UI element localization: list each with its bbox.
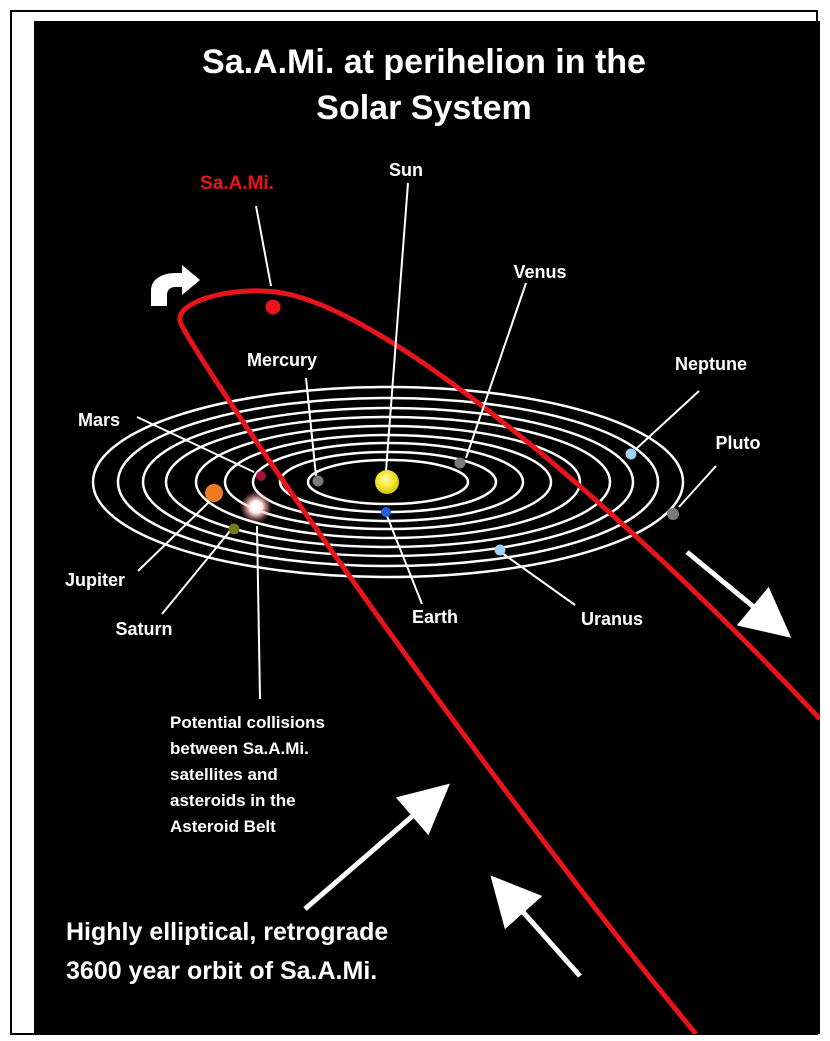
outbound-direction-arrow-icon xyxy=(685,550,792,638)
title-line-2: Solar System xyxy=(316,89,531,127)
orbit-ring xyxy=(116,396,660,568)
curved-direction-arrow-icon xyxy=(151,265,200,306)
sami-leader-line xyxy=(255,205,272,287)
orbit-ring xyxy=(141,406,635,558)
mars-leader-line xyxy=(136,416,255,473)
caption-line-2: 3600 year orbit of Sa.A.Mi. xyxy=(66,957,377,985)
saturn-planet xyxy=(228,523,240,535)
neptune-planet xyxy=(625,448,637,460)
collision-core xyxy=(251,503,259,511)
venus-label: Venus xyxy=(513,262,566,282)
neptune-label: Neptune xyxy=(675,354,747,374)
orbit-ring xyxy=(306,458,470,506)
mars-label: Mars xyxy=(78,410,120,430)
collision-note-line: Potential collisions xyxy=(170,713,325,732)
uranus-planet xyxy=(494,544,506,556)
jupiter-label: Jupiter xyxy=(65,570,125,590)
jupiter-planet xyxy=(205,484,223,502)
saturn-label: Saturn xyxy=(115,619,172,639)
sun-label: Sun xyxy=(389,160,423,180)
mercury-leader-line xyxy=(305,377,317,477)
mars-planet xyxy=(256,471,266,481)
inbound-direction-arrow-icon xyxy=(303,783,450,911)
earth-planet xyxy=(381,507,391,517)
pluto-leader-line xyxy=(678,465,717,508)
collision-note-line: between Sa.A.Mi. xyxy=(170,739,309,758)
uranus-leader-line xyxy=(501,552,576,606)
collision-note-line: Asteroid Belt xyxy=(170,817,276,836)
title-line-1: Sa.A.Mi. at perihelion in the xyxy=(202,43,646,81)
pluto-planet xyxy=(667,508,679,520)
neptune-leader-line xyxy=(636,390,700,449)
sami-body xyxy=(265,299,281,315)
pluto-label: Pluto xyxy=(716,433,761,453)
venus-planet xyxy=(454,457,466,469)
inbound-lower-arrow-icon xyxy=(490,875,582,978)
mercury-label: Mercury xyxy=(247,350,317,370)
orbit-ring xyxy=(194,424,582,540)
leader-lines xyxy=(136,182,717,700)
mercury-planet xyxy=(312,475,324,487)
collision-note-line: asteroids in the xyxy=(170,791,296,810)
collision-leader-line xyxy=(256,525,261,700)
sami-label: Sa.A.Mi. xyxy=(200,173,274,194)
jupiter-leader-line xyxy=(137,502,209,572)
orbit-ring xyxy=(91,385,685,579)
venus-leader-line xyxy=(465,282,527,459)
earth-label: Earth xyxy=(412,607,458,627)
uranus-label: Uranus xyxy=(581,609,643,629)
caption-line-1: Highly elliptical, retrograde xyxy=(66,918,388,946)
saturn-leader-line xyxy=(161,530,231,615)
collision-note-line: satellites and xyxy=(170,765,278,784)
diagram-panel: Sa.A.Mi. at perihelion in the Solar Syst… xyxy=(34,21,820,1034)
solar-system-diagram: Sa.A.Mi. at perihelion in the Solar Syst… xyxy=(65,43,820,1034)
sun-planet xyxy=(375,470,399,494)
sami-orbit-path xyxy=(177,288,820,1034)
collision-note: Potential collisions between Sa.A.Mi. sa… xyxy=(170,713,325,836)
orbit-ring xyxy=(164,415,612,549)
sun-leader-line xyxy=(385,182,409,472)
earth-leader-line xyxy=(386,515,423,605)
